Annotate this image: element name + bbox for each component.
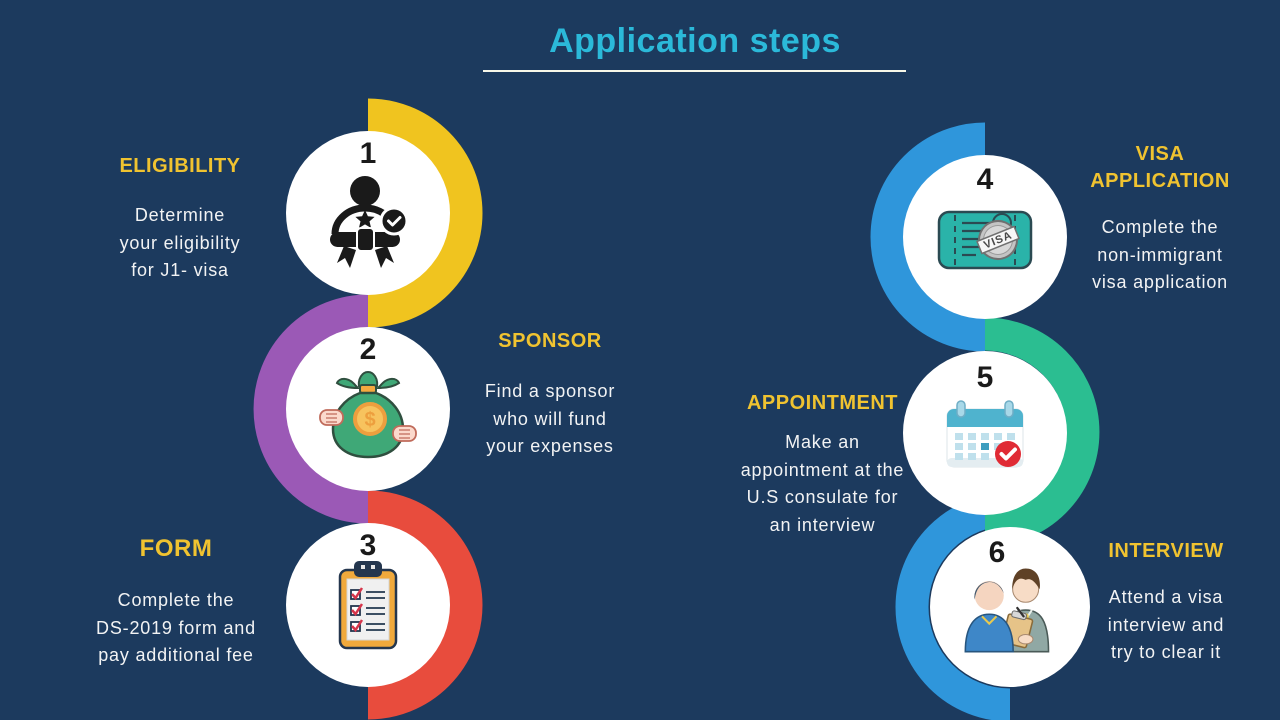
step-body: Make an appointment at the U.S consulate… [740,432,905,535]
step-heading: ELIGIBILITY [119,155,241,177]
step-body: Complete the DS-2019 form and pay additi… [96,590,256,665]
page-title: Application steps [549,22,841,60]
step-5-text: APPOINTMENT Make an appointment at the U… [705,390,940,539]
step-number: 3 [359,529,377,562]
step-heading: INTERVIEW [1108,540,1224,562]
arc-step-5 [984,317,1100,547]
step-circle-1 [286,131,450,295]
money-bag-icon: $ [319,370,417,459]
arc-step-1 [367,98,483,328]
interview-people-icon [964,568,1050,653]
step-body: Complete the non-immigrant visa applicat… [1092,217,1228,292]
checklist-clipboard-icon [338,561,398,650]
step-3-text: FORM Complete the DS-2019 form and pay a… [56,534,296,670]
step-heading: VISA APPLICATION [1090,143,1230,192]
arc-step-2 [253,294,369,524]
step-heading: SPONSOR [498,330,602,352]
diploma-person-check-icon [330,176,409,268]
step-6-text: INTERVIEW Attend a visa interview and tr… [1066,538,1266,667]
step-1-text: ELIGIBILITY Determine your eligibility f… [80,153,280,285]
step-number: 5 [976,361,994,394]
step-heading: APPOINTMENT [746,392,899,414]
step-body: Determine your eligibility for J1- visa [119,205,241,280]
step-number: 6 [988,536,1006,569]
step-number: 1 [359,137,377,170]
step-4-text: VISA APPLICATION Complete the non-immigr… [1065,141,1255,297]
arc-step-4 [870,122,986,352]
arc-step-3 [367,490,483,720]
step-body: Find a sponsor who will fund your expens… [484,381,616,456]
arc-step-6 [895,492,1011,720]
step-number: 2 [359,333,377,366]
calendar-check-icon [946,400,1024,468]
title-underline [483,70,906,72]
step-heading: FORM [139,535,213,562]
step-2-text: SPONSOR Find a sponsor who will fund you… [445,328,655,461]
visa-ticket-icon: VISA [937,210,1033,270]
step-number: 4 [976,163,994,196]
step-body: Attend a visa interview and try to clear… [1107,587,1225,662]
svg-text:$: $ [364,409,375,431]
